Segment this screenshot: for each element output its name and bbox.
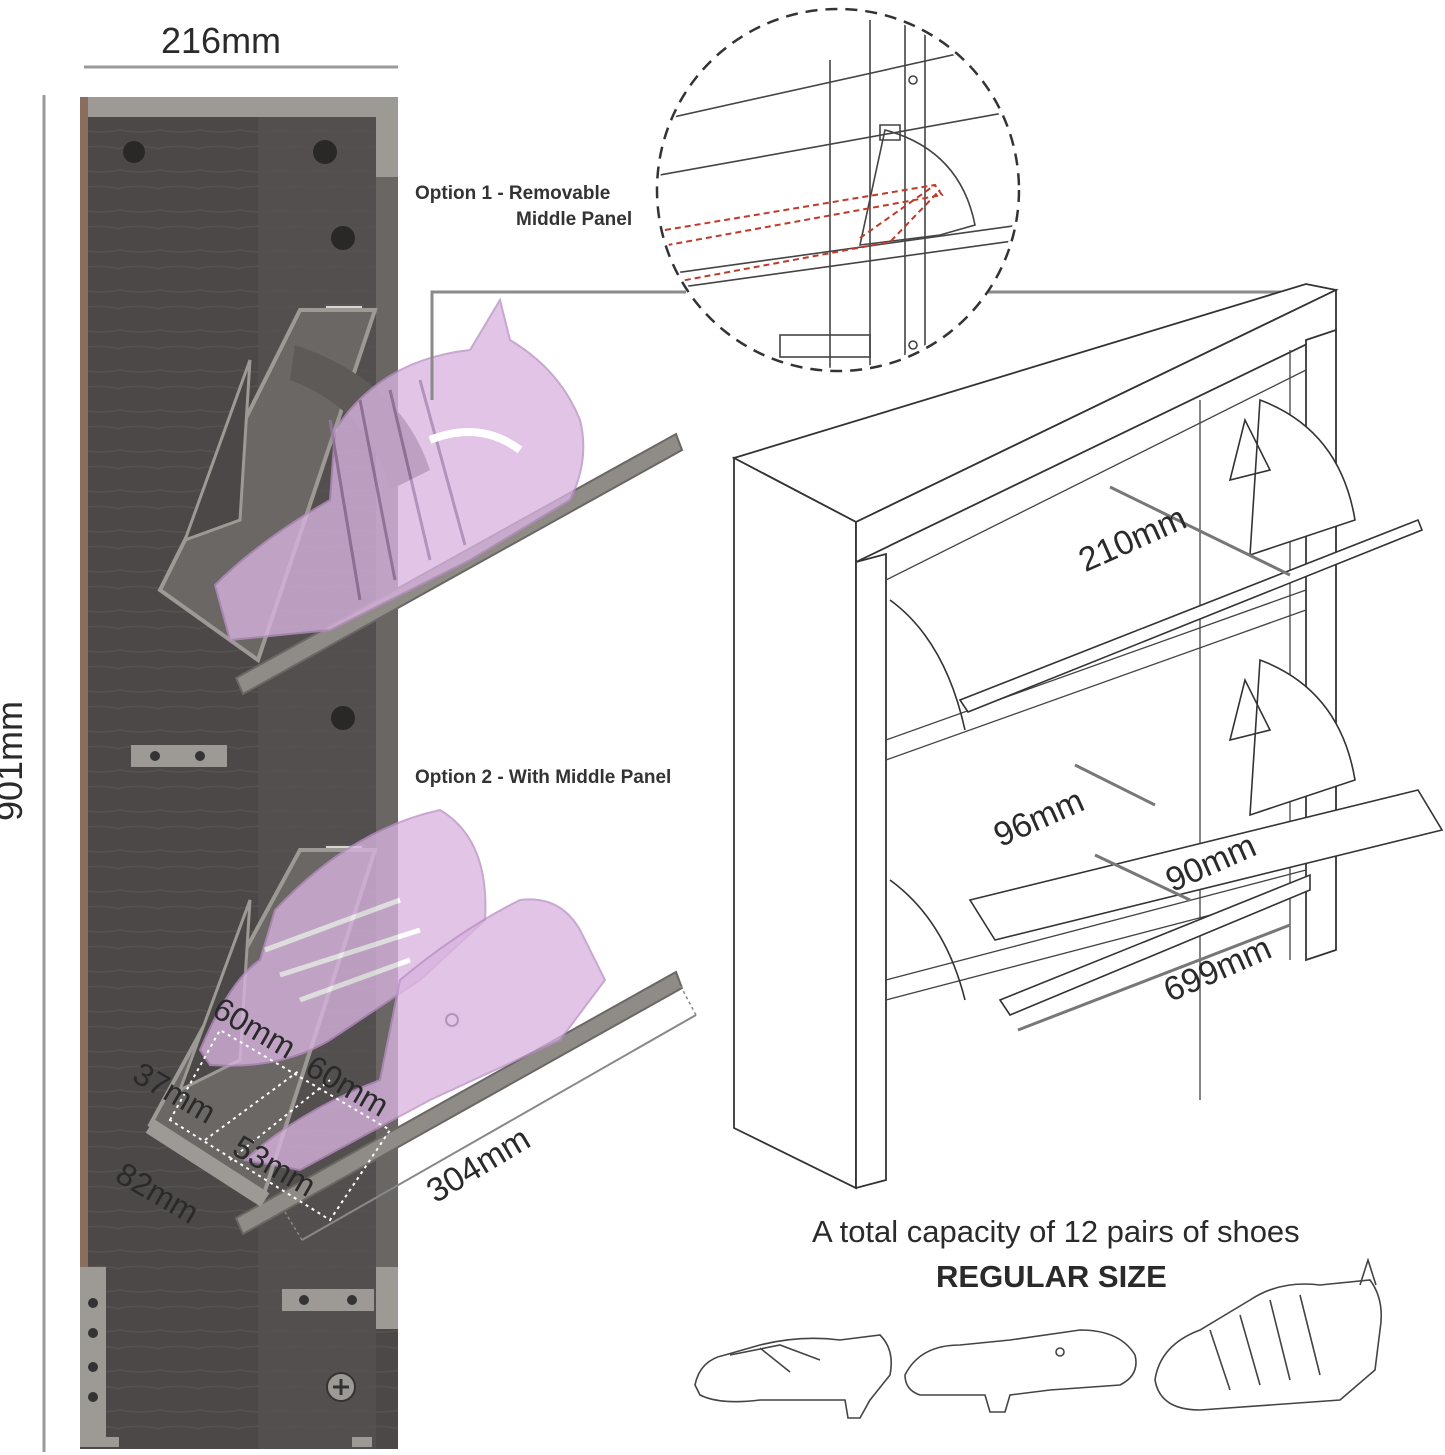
flap-length-line	[284, 984, 697, 1241]
side-panel	[80, 97, 398, 1449]
height-label: 901mm	[0, 700, 30, 822]
option1-label-line1: Option 1 - Removable	[415, 183, 611, 204]
cabinet-lower-flap	[968, 658, 1444, 941]
option1-label-line2: Middle Panel	[516, 209, 633, 230]
loafer-icon	[904, 1329, 1137, 1413]
cabinet-upper-flap	[958, 398, 1424, 713]
lower-loafer	[242, 898, 607, 1172]
sneaker-icon	[1154, 1257, 1383, 1411]
option2-label: Option 2 - With Middle Panel	[415, 767, 672, 788]
detail-leader-lines	[430, 290, 1330, 400]
cabinet-outline	[731, 283, 1339, 1190]
width-label: 216mm	[161, 20, 282, 61]
cabinet-bottom-flap	[889, 599, 1311, 1032]
capacity-size-label: REGULAR SIZE	[936, 1259, 1167, 1294]
capacity-line: A total capacity of 12 pairs of shoes	[812, 1214, 1300, 1249]
upper-sneaker	[213, 297, 585, 642]
lower-dotted-guides	[168, 1028, 392, 1222]
lower-wedge-sandal	[198, 808, 487, 1067]
sandal-icon	[694, 1334, 893, 1419]
detail-circle	[655, 7, 1021, 373]
removable-panel-outline	[664, 183, 944, 283]
